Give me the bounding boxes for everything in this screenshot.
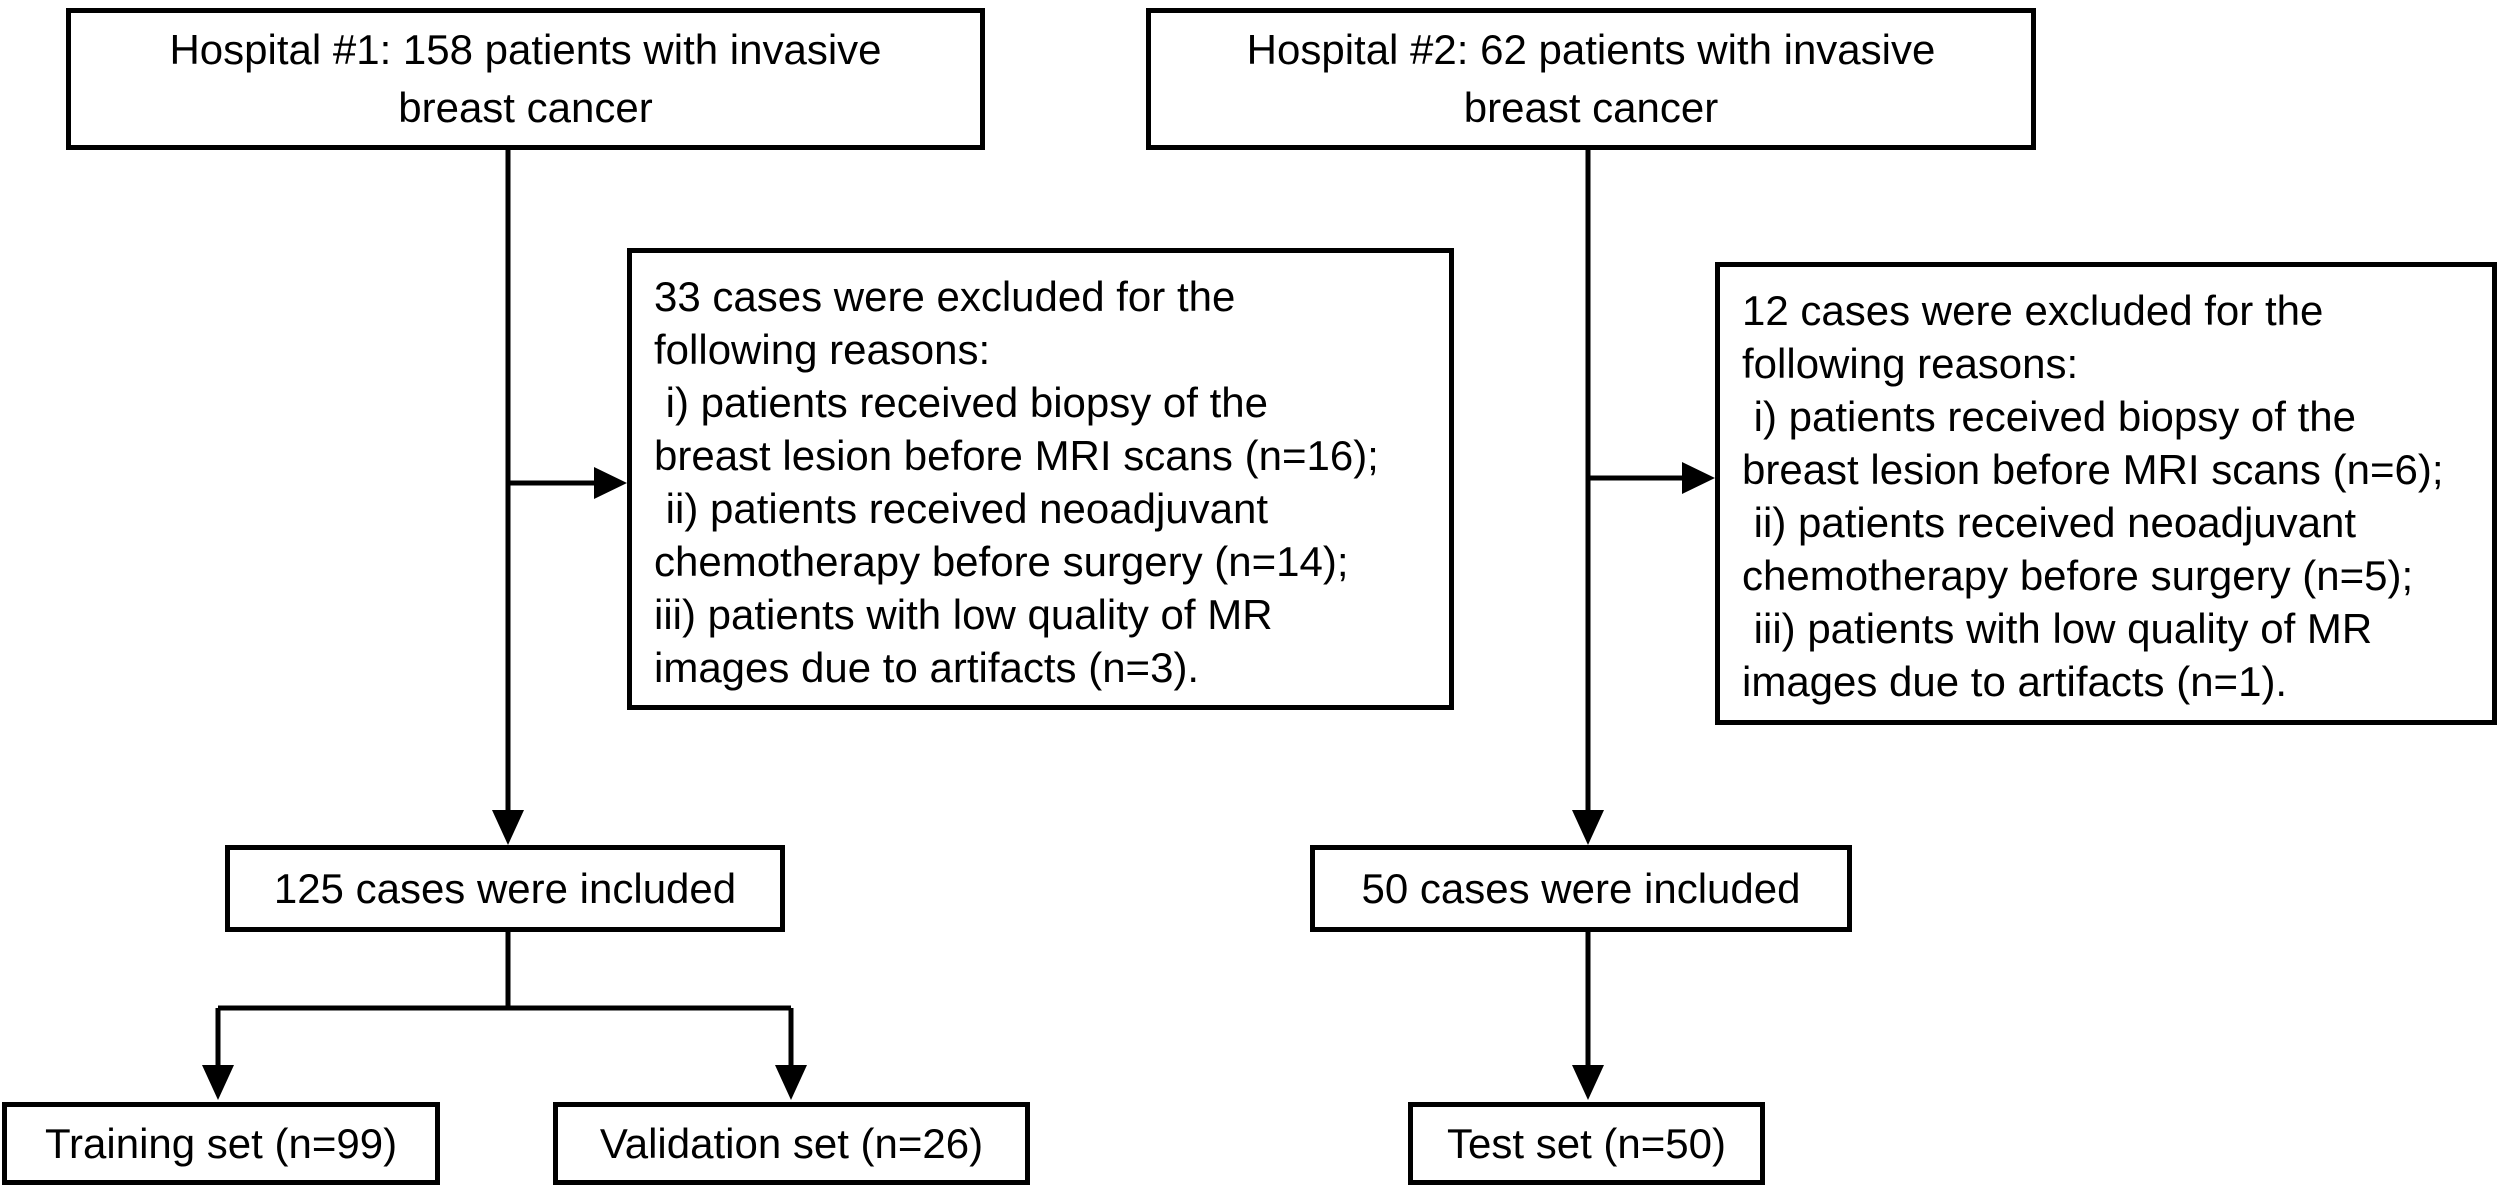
hospital2-line2: breast cancer (1463, 84, 1719, 131)
exclusion2-line: ii) patients received neoadjuvant (1742, 499, 2357, 546)
validation-set-label: Validation set (n=26) (599, 1119, 984, 1167)
hospital2-label: Hospital #2: 62 patients with invasive b… (1247, 21, 1936, 137)
exclusion2-line: i) patients received biopsy of the (1742, 393, 2357, 440)
included1-label: 125 cases were included (273, 864, 737, 912)
exclusion2-line: iii) patients with low quality of MR (1742, 605, 2373, 652)
included2-box: 50 cases were included (1310, 845, 1852, 932)
test-set-box: Test set (n=50) (1408, 1102, 1765, 1185)
hospital1-box: Hospital #1: 158 patients with invasive … (66, 8, 985, 150)
hospital2-box: Hospital #2: 62 patients with invasive b… (1146, 8, 2036, 150)
arrowhead-down-test-icon (1572, 1065, 1604, 1100)
exclusion1-line: 33 cases were excluded for the (654, 273, 1236, 320)
test-set-label: Test set (n=50) (1447, 1119, 1726, 1167)
exclusion2-box: 12 cases were excluded for the following… (1715, 262, 2497, 725)
arrowhead-down-included2-icon (1572, 810, 1604, 845)
arrowhead-down-validation-icon (775, 1065, 807, 1100)
exclusion2-line: following reasons: (1742, 340, 2079, 387)
hospital1-line2: breast cancer (398, 84, 653, 131)
included2-label: 50 cases were included (1361, 864, 1801, 912)
validation-set-box: Validation set (n=26) (553, 1102, 1030, 1185)
hospital1-line1: Hospital #1: 158 patients with invasive (169, 26, 882, 74)
exclusion1-line: breast lesion before MRI scans (n=16); (654, 432, 1379, 479)
included1-box: 125 cases were included (225, 845, 785, 932)
arrowhead-down-included1-icon (492, 810, 524, 845)
arrowhead-right-exclusion2-icon (1682, 462, 1715, 494)
training-set-box: Training set (n=99) (2, 1102, 440, 1185)
exclusion1-line: i) patients received biopsy of the (654, 379, 1269, 426)
arrowhead-right-exclusion1-icon (594, 467, 627, 499)
arrowhead-down-training-icon (202, 1065, 234, 1100)
exclusion1-line: following reasons: (654, 326, 991, 373)
exclusion1-line: iii) patients with low quality of MR (654, 591, 1273, 638)
exclusion2-line: chemotherapy before surgery (n=5); (1742, 552, 2414, 599)
exclusion2-line: 12 cases were excluded for the (1742, 287, 2324, 334)
exclusion1-line: images due to artifacts (n=3). (654, 644, 1200, 691)
hospital2-line1: Hospital #2: 62 patients with invasive (1246, 26, 1936, 74)
exclusion2-line: breast lesion before MRI scans (n=6); (1742, 446, 2444, 493)
exclusion1-line: ii) patients received neoadjuvant (654, 485, 1269, 532)
exclusion1-line: chemotherapy before surgery (n=14); (654, 538, 1349, 585)
hospital1-label: Hospital #1: 158 patients with invasive … (169, 21, 881, 137)
training-set-label: Training set (n=99) (44, 1119, 398, 1167)
exclusion2-line: images due to artifacts (n=1). (1742, 658, 2288, 705)
exclusion1-box: 33 cases were excluded for the following… (627, 248, 1454, 710)
